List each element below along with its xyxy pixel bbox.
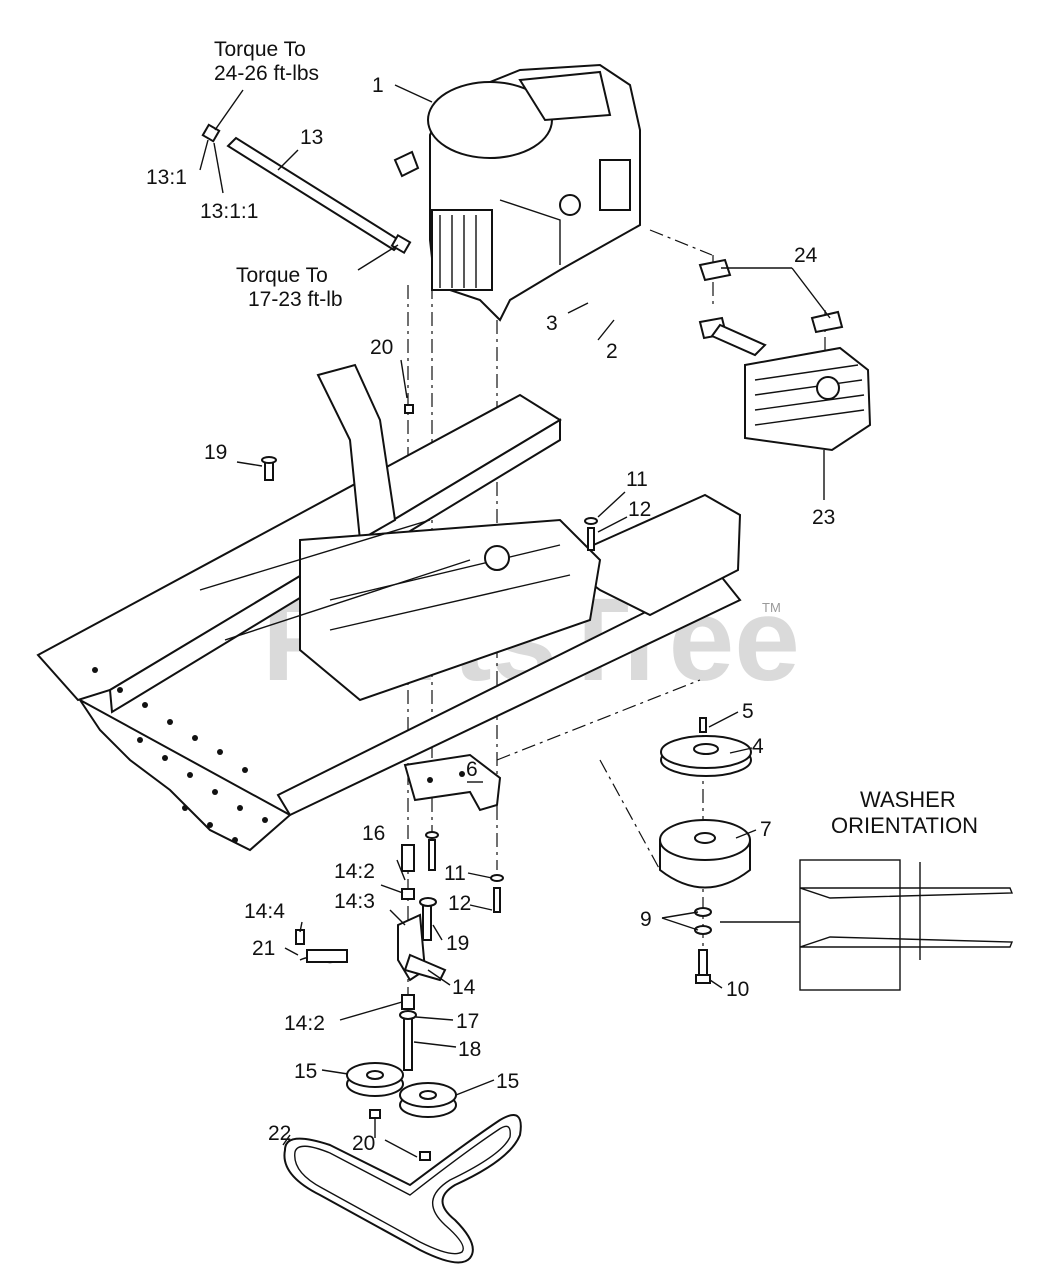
callout-12-lower: 12	[448, 892, 471, 915]
callout-18: 18	[458, 1038, 481, 1061]
callout-11-lower: 11	[444, 862, 466, 885]
callout-14-2-lower: 14:2	[284, 1012, 325, 1035]
callout-13: 13	[300, 126, 323, 149]
callout-22: 22	[268, 1122, 291, 1145]
callout-6: 6	[466, 758, 478, 781]
callout-15-right: 15	[496, 1070, 519, 1093]
callout-12-upper: 12	[628, 498, 651, 521]
clutch-assembly	[659, 717, 752, 984]
callout-4: 4	[752, 735, 764, 758]
engine	[393, 63, 641, 322]
callout-14-3: 14:3	[334, 890, 375, 913]
washer-orientation-line2: ORIENTATION	[831, 813, 978, 838]
callout-10: 10	[726, 978, 749, 1001]
pulley-bracket	[403, 753, 502, 812]
callout-5: 5	[742, 700, 754, 723]
idler-arm	[295, 844, 447, 1071]
callout-11-upper: 11	[626, 468, 648, 491]
dipstick-tube	[201, 123, 412, 255]
exhaust	[698, 258, 872, 452]
callout-13-1: 13:1	[146, 166, 187, 189]
callout-19-upper: 19	[204, 441, 227, 464]
torque-note-bottom-line1: Torque To	[236, 264, 328, 287]
drive-belt	[283, 1114, 522, 1264]
watermark-tm: TM	[762, 600, 781, 615]
torque-note-bottom-line2: 17-23 ft-lb	[248, 288, 343, 311]
deck-plate-holes	[92, 667, 268, 843]
chassis-frame	[36, 363, 742, 852]
callout-20-upper: 20	[370, 336, 393, 359]
hardware	[261, 404, 598, 913]
torque-note-top-line1: Torque To	[214, 38, 306, 61]
callout-7: 7	[760, 818, 772, 841]
callout-16: 16	[362, 822, 385, 845]
callout-24: 24	[794, 244, 818, 267]
callout-1: 1	[372, 74, 384, 97]
leader-lines	[199, 84, 831, 1158]
callout-14-4: 14:4	[244, 900, 285, 923]
callout-15-left: 15	[294, 1060, 317, 1083]
callout-3: 3	[546, 312, 558, 335]
callouts: 1 2 3 4 5 6 7 9 10 11 11 12 12 13 13:1 1…	[146, 74, 835, 1155]
washer-orientation-line1: WASHER	[860, 787, 956, 812]
washer-orientation-detail	[720, 859, 1014, 991]
callout-9: 9	[640, 908, 652, 931]
callout-20-lower: 20	[352, 1132, 375, 1155]
callout-13-1-1: 13:1:1	[200, 200, 258, 223]
callout-14: 14	[452, 976, 476, 999]
callout-21: 21	[252, 937, 275, 960]
callout-17: 17	[456, 1010, 479, 1033]
callout-2: 2	[606, 340, 618, 363]
torque-note-top-line2: 24-26 ft-lbs	[214, 62, 319, 85]
callout-19-lower: 19	[446, 932, 469, 955]
callout-23: 23	[812, 506, 835, 529]
callout-14-2-upper: 14:2	[334, 860, 375, 883]
